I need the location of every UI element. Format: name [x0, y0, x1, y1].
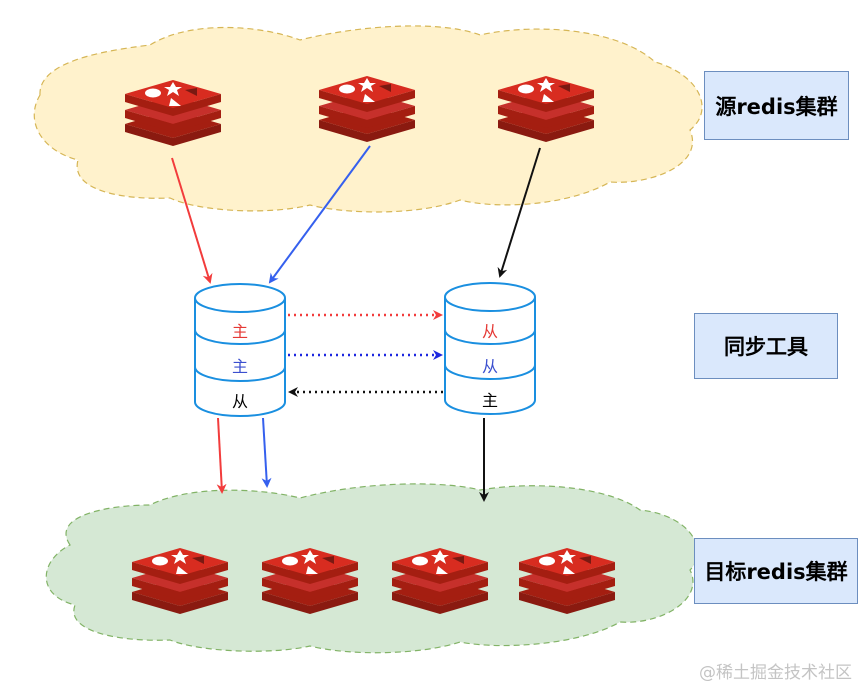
target-cluster-label: 目标redis集群	[694, 538, 858, 604]
left-sync-tool-cylinder: 主 主 从	[194, 283, 286, 417]
target-redis-node-3	[392, 548, 488, 614]
target-cloud	[45, 483, 699, 654]
red-sync-arrow-out	[216, 417, 227, 494]
watermark: @稀土掘金技术社区	[699, 663, 852, 683]
red-sync-arrow-in	[171, 157, 213, 284]
blue-sync-arrow-in	[268, 145, 371, 284]
right-tool-layer-3: 主	[482, 391, 498, 410]
black-sync-arrow-in	[497, 147, 541, 278]
target-redis-node-2	[262, 548, 358, 614]
right-tool-layer-2: 从	[482, 357, 498, 376]
source-cluster-label: 源redis集群	[704, 71, 849, 140]
left-tool-layer-3: 从	[232, 392, 248, 411]
target-redis-node-1	[132, 548, 228, 614]
sync-tool-label: 同步工具	[694, 313, 838, 379]
source-redis-node-2	[319, 76, 415, 142]
right-tool-layer-1: 从	[482, 322, 498, 341]
left-tool-layer-2: 主	[232, 357, 248, 376]
target-redis-node-4	[519, 548, 615, 614]
blue-sync-arrow-out	[261, 417, 272, 488]
source-redis-node-1	[125, 80, 221, 146]
left-tool-layer-1: 主	[232, 322, 248, 341]
source-redis-node-3	[498, 76, 594, 142]
right-sync-tool-cylinder: 从 从 主	[444, 282, 536, 415]
